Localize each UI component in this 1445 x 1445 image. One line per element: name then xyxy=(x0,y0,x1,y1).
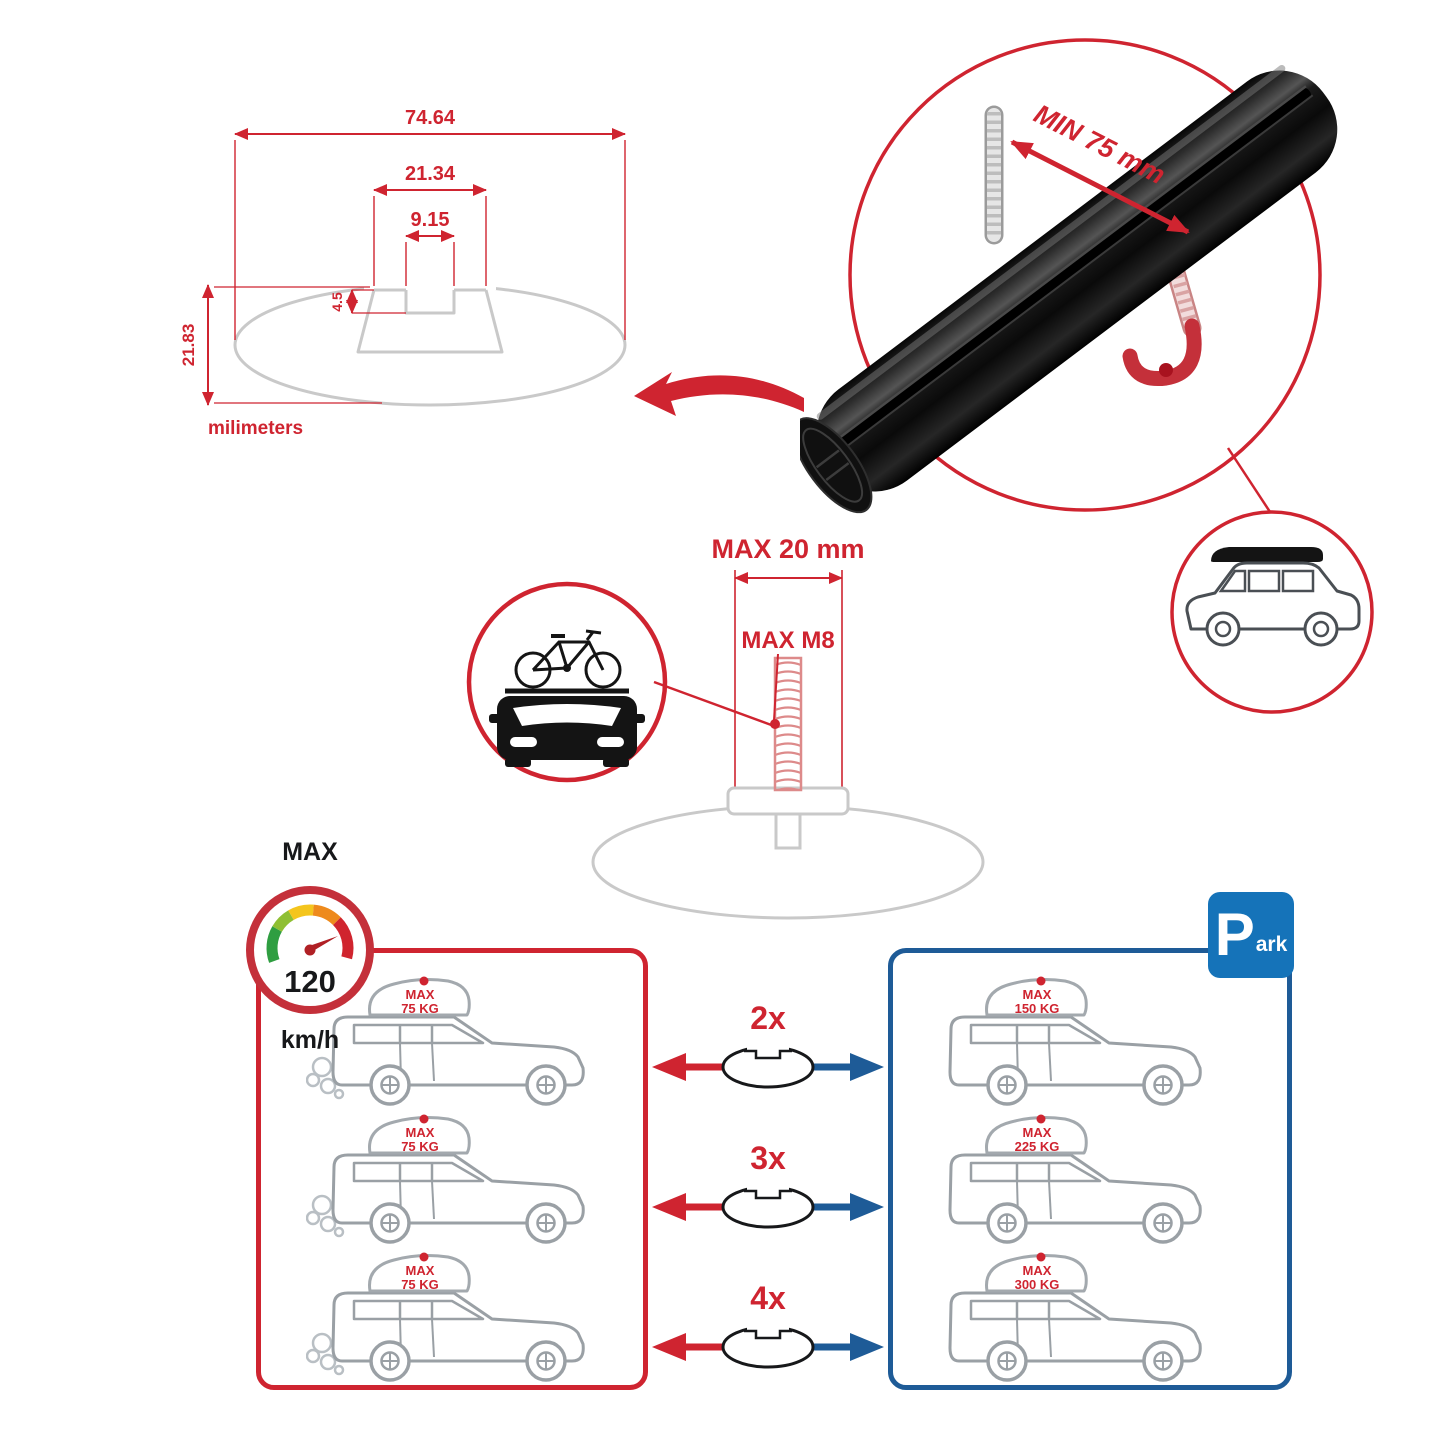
cargo-max-label: MAX xyxy=(406,1125,435,1140)
cargo-weight-label: 225 KG xyxy=(1015,1139,1060,1154)
suv-parked-1: MAX 150 KG xyxy=(948,975,1203,1106)
speed-limit-badge: MAX 120 km/h xyxy=(246,838,374,1054)
parking-sign-letter: P xyxy=(1214,901,1255,968)
cargo-weight-label: 75 KG xyxy=(401,1277,439,1292)
capacity-row-3: 4x xyxy=(652,1280,884,1369)
capacity-row-2: 3x xyxy=(652,1140,884,1229)
right-arrow-icon xyxy=(850,1053,884,1081)
crossbar-profile-outline xyxy=(233,283,627,407)
suv-side-icon xyxy=(331,1153,586,1244)
cargo-weight-label: 150 KG xyxy=(1015,1001,1060,1016)
min-span-arrow xyxy=(1010,139,1190,235)
profile-channel-lines xyxy=(356,288,504,354)
moving-capacity-panel: MAX 75 KG MAX 75 KG MAX 75 KG xyxy=(256,948,648,1390)
crossbar-end-cap-icon xyxy=(800,417,873,514)
cargo-max-label: MAX xyxy=(1023,987,1052,1002)
left-arrow-icon xyxy=(652,1053,686,1081)
speed-unit: km/h xyxy=(281,1026,339,1054)
profile-dimension-diagram: 74.64 21.34 9.15 4.5 21.83 milimeters xyxy=(179,107,627,439)
capacity-row-1: 2x xyxy=(652,1000,884,1089)
circle-connector-line xyxy=(1226,447,1276,519)
cargo-max-label: MAX xyxy=(406,987,435,1002)
parking-sign-suffix: ark xyxy=(1255,933,1288,956)
gauge-needle-icon xyxy=(308,936,338,954)
cargo-max-label: MAX xyxy=(1023,1263,1052,1278)
suv-side-icon xyxy=(948,1291,1203,1382)
bolt-leader-line xyxy=(653,680,775,728)
cargo-max-label: MAX xyxy=(1023,1125,1052,1140)
cargo-weight-label: 75 KG xyxy=(401,1139,439,1154)
parked-capacity-panel: MAX 150 KG MAX 225 KG MAX 300 KG xyxy=(888,948,1292,1390)
speed-max-label: MAX xyxy=(282,838,338,866)
dimension-total-height: 21.83 xyxy=(179,324,198,367)
suv-side-icon xyxy=(948,1015,1203,1106)
suv-moving-3: MAX 75 KG xyxy=(306,1251,586,1382)
suv-moving-2: MAX 75 KG xyxy=(306,1113,586,1244)
suv-roofbox-view xyxy=(1170,510,1374,714)
suv-parked-3: MAX 300 KG xyxy=(948,1251,1203,1382)
right-arrow-icon xyxy=(850,1333,884,1361)
car-front-icon xyxy=(489,696,645,767)
cargo-weight-label: 300 KG xyxy=(1015,1277,1060,1292)
clamp-detail-view: MIN 75 mm xyxy=(800,38,1338,514)
left-arrow-icon xyxy=(652,1333,686,1361)
multiplier-label: 2x xyxy=(750,1000,786,1036)
suv-moving-1: MAX 75 KG xyxy=(306,975,586,1106)
bicycle-icon xyxy=(514,629,622,689)
dimension-channel-inner: 9.15 xyxy=(411,209,450,231)
cargo-max-label: MAX xyxy=(406,1263,435,1278)
profile-pointer-arrow-icon xyxy=(634,372,804,416)
suv-parked-2: MAX 225 KG xyxy=(948,1113,1203,1244)
speed-value: 120 xyxy=(284,964,336,999)
multiplier-label: 3x xyxy=(750,1140,786,1176)
bolt-thread-label: MAX M8 xyxy=(741,627,834,654)
left-arrow-icon xyxy=(652,1193,686,1221)
suv-side-icon xyxy=(331,1291,586,1382)
bolt-detail-view: MAX 20 mm MAX M8 xyxy=(591,534,985,920)
dimension-channel-depth: 4.5 xyxy=(329,292,345,312)
right-arrow-icon xyxy=(850,1193,884,1221)
suv-with-roofbox-icon xyxy=(1185,561,1361,647)
suv-side-icon xyxy=(948,1153,1203,1244)
unit-label: milimeters xyxy=(208,418,303,439)
gauge-arc xyxy=(266,904,354,963)
dimension-total-width: 74.64 xyxy=(405,107,456,129)
bike-mount-view xyxy=(466,581,668,783)
cargo-weight-label: 75 KG xyxy=(401,1001,439,1016)
dimension-channel-outer: 21.34 xyxy=(405,163,456,185)
multiplier-label: 4x xyxy=(750,1280,786,1316)
bolt-length-label: MAX 20 mm xyxy=(711,534,864,564)
roofbox-icon xyxy=(1211,547,1323,562)
